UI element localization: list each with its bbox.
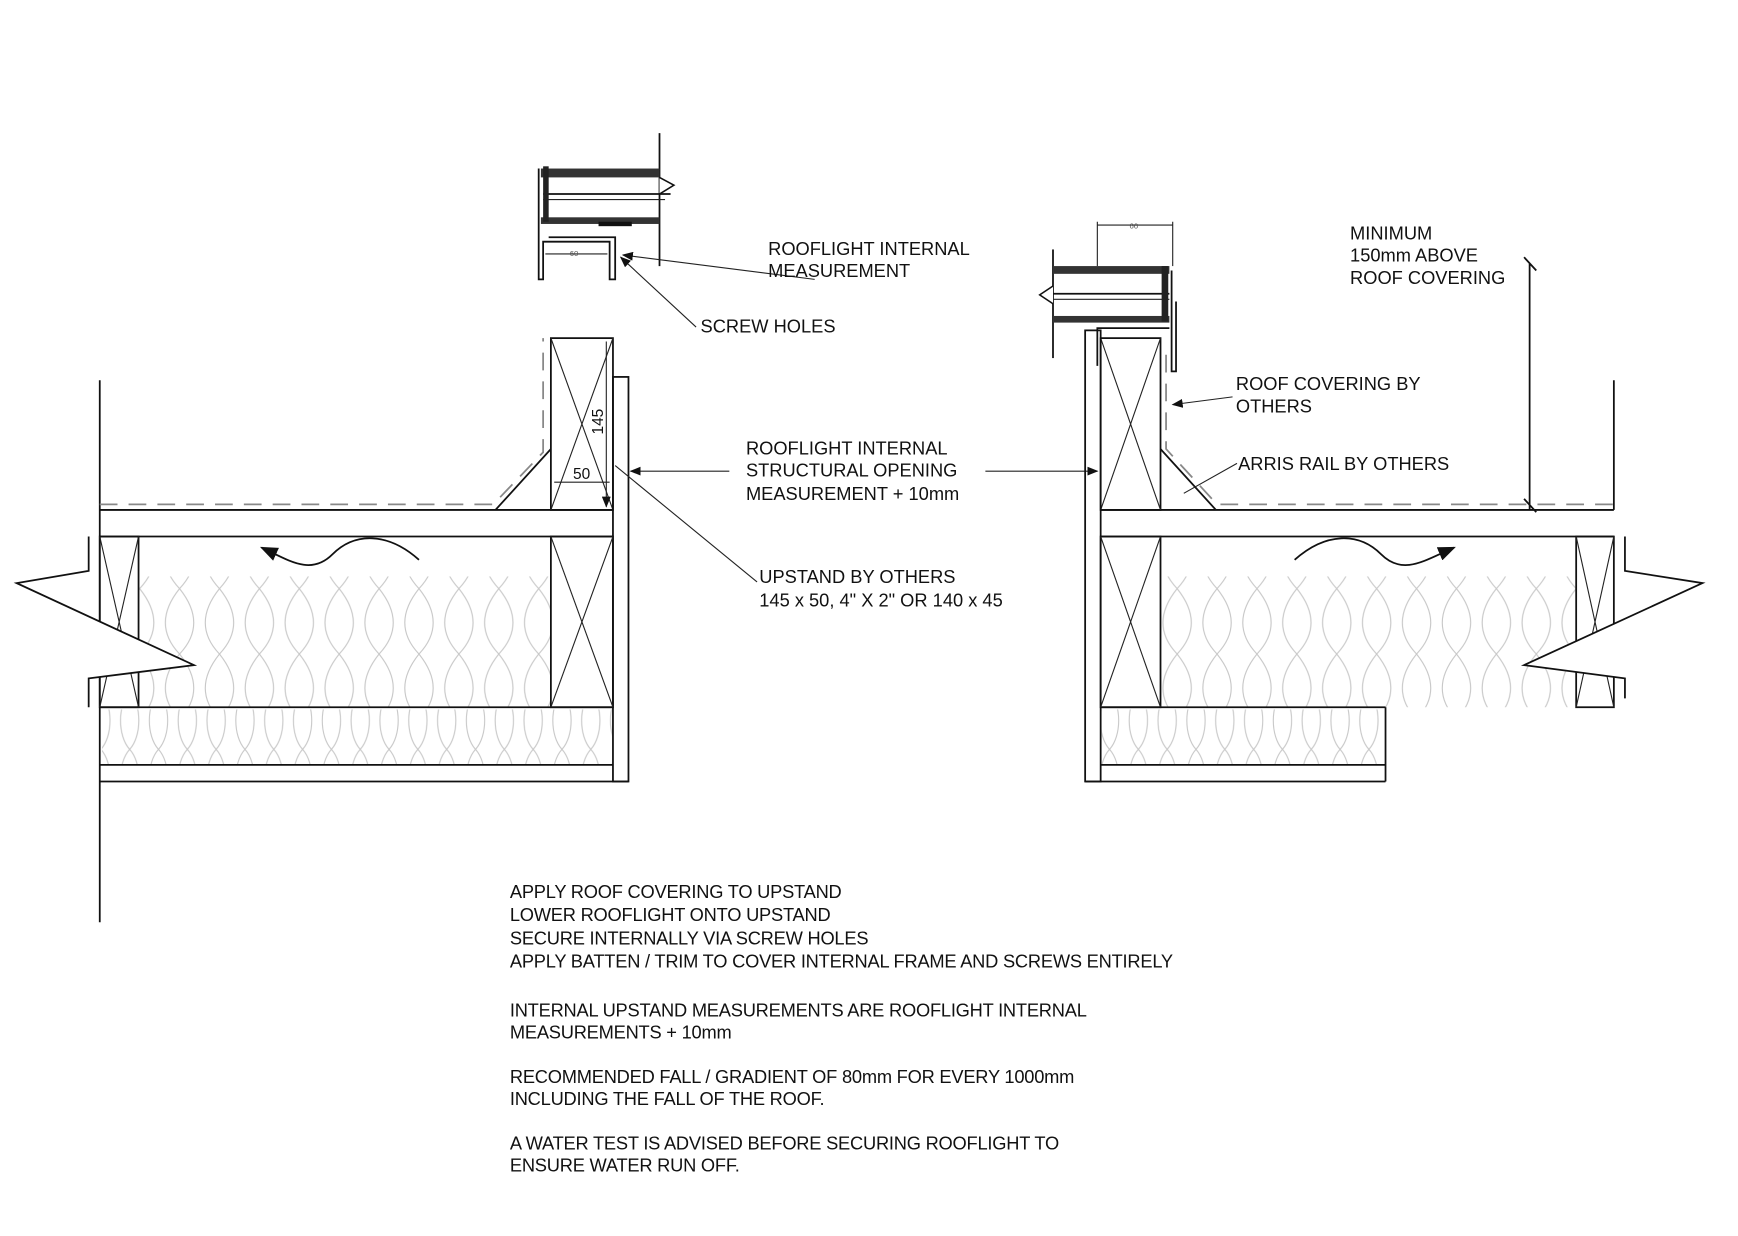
svg-text:MEASUREMENTS + 10mm: MEASUREMENTS + 10mm [510,1022,732,1043]
svg-text:ROOF COVERING: ROOF COVERING [1350,267,1505,288]
break-line-left [13,536,198,708]
break-line-right [1520,536,1706,699]
svg-text:ENSURE WATER RUN OFF.: ENSURE WATER RUN OFF. [510,1155,740,1176]
joist-left-inner [549,535,614,709]
svg-text:MEASUREMENT + 10mm: MEASUREMENT + 10mm [746,483,959,504]
insulation-lower-right [1101,709,1386,765]
dim-upstand-width: 50 [573,466,591,483]
roof-covering-left [99,338,545,506]
svg-text:MINIMUM: MINIMUM [1350,222,1432,243]
svg-text:SECURE INTERNALLY VIA SCREW HO: SECURE INTERNALLY VIA SCREW HOLES [510,927,868,948]
left-section: 145 50 60 [13,133,815,923]
fall-arrow-right [1294,537,1456,566]
installation-notes: APPLY ROOF COVERING TO UPSTAND LOWER ROO… [510,881,1173,1176]
svg-text:LOWER ROOFLIGHT ONTO UPSTAND: LOWER ROOFLIGHT ONTO UPSTAND [510,904,831,925]
svg-text:INTERNAL UPSTAND MEASUREMENTS: INTERNAL UPSTAND MEASUREMENTS ARE ROOFLI… [510,999,1087,1020]
svg-text:STRUCTURAL OPENING: STRUCTURAL OPENING [746,460,957,481]
svg-text:INCLUDING THE FALL OF THE ROOF: INCLUDING THE FALL OF THE ROOF. [510,1088,825,1109]
fall-arrow-left [259,537,420,566]
dim-upstand-height: 145 [590,409,607,435]
callout-upstand-by-others: UPSTAND BY OTHERS 145 x 50, 4" X 2" OR 1… [759,566,1002,610]
arris-rail-right [1159,448,1217,511]
svg-text:APPLY BATTEN / TRIM TO COVER I: APPLY BATTEN / TRIM TO COVER INTERNAL FR… [510,951,1173,972]
insulation-lower-left [101,709,612,765]
insulation-upper-left [138,576,551,708]
svg-text:OTHERS: OTHERS [1236,395,1312,416]
svg-text:UPSTAND BY OTHERS: UPSTAND BY OTHERS [759,566,955,587]
arris-rail-left [494,448,552,511]
svg-text:ROOFLIGHT INTERNAL: ROOFLIGHT INTERNAL [768,238,970,259]
svg-text:A WATER TEST IS ADVISED BEFORE: A WATER TEST IS ADVISED BEFORE SECURING … [510,1132,1059,1153]
callout-roof-covering: ROOF COVERING BY OTHERS [1236,373,1421,416]
callout-screw-holes: SCREW HOLES [701,316,836,337]
svg-text:MEASUREMENT: MEASUREMENT [768,260,910,281]
callout-structural-opening: ROOFLIGHT INTERNAL STRUCTURAL OPENING ME… [746,438,959,504]
dim-right-frame: 66 [1129,221,1138,230]
upstand-right [1099,337,1162,511]
svg-text:150mm ABOVE: 150mm ABOVE [1350,245,1478,266]
callout-arris-rail: ARRIS RAIL BY OTHERS [1238,453,1449,474]
roof-covering-right [1165,354,1614,506]
svg-text:ROOF COVERING BY: ROOF COVERING BY [1236,373,1421,394]
callout-minimum-above-roof: MINIMUM 150mm ABOVE ROOF COVERING [1350,222,1505,287]
svg-text:RECOMMENDED FALL / GRADIENT OF: RECOMMENDED FALL / GRADIENT OF 80mm FOR … [510,1066,1074,1087]
internal-lining-right [1084,329,1102,783]
insulation-upper-right [1160,576,1577,708]
joist-left-outer [98,535,140,709]
internal-lining-left [612,376,630,783]
svg-text:145 x 50, 4" X 2" OR 140 x 45: 145 x 50, 4" X 2" OR 140 x 45 [759,589,1002,610]
rooflight-frame-left: 60 [537,133,676,281]
svg-text:APPLY ROOF COVERING TO UPSTAND: APPLY ROOF COVERING TO UPSTAND [510,881,842,902]
svg-text:ROOFLIGHT INTERNAL: ROOFLIGHT INTERNAL [746,438,948,459]
right-section: 66 [1038,221,1706,783]
dim-left-frame: 60 [570,249,579,258]
callout-rooflight-internal-measurement: ROOFLIGHT INTERNAL MEASUREMENT [768,238,970,281]
joist-right-outer [1575,535,1615,709]
upstand-left: 145 50 [549,337,614,511]
joist-right-inner [1099,535,1162,709]
rooflight-frame-right: 66 [1038,221,1177,373]
